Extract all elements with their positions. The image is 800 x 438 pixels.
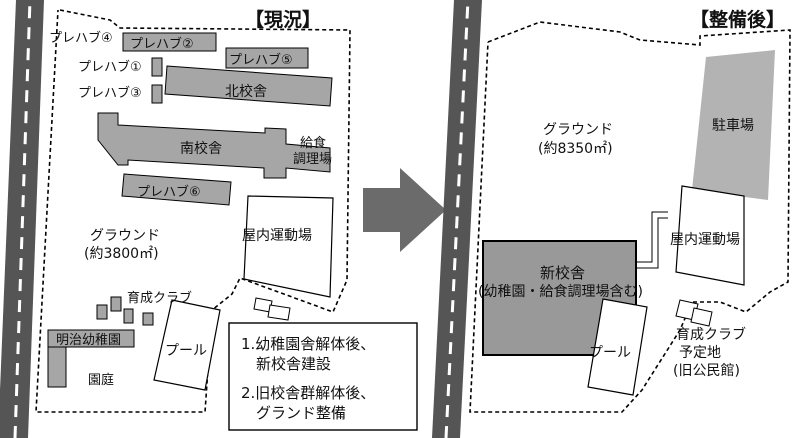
indoor-gym-future xyxy=(675,185,745,286)
club-block-4 xyxy=(142,312,154,326)
label-parking: 駐車場 xyxy=(712,117,754,134)
label-ground-future: グラウンド xyxy=(543,122,613,138)
pool-future xyxy=(587,298,648,396)
connector-corridor xyxy=(636,217,668,269)
label-new-building-1: 新校舎 xyxy=(540,264,585,282)
prefab-5-building xyxy=(225,47,309,69)
label-north-building: 北校舎 xyxy=(225,83,267,100)
club-site-structure-2 xyxy=(690,307,713,327)
club-block-2 xyxy=(110,296,122,312)
label-prefab-5: プレハブ⑤ xyxy=(229,52,293,68)
step-1-line-2: 新校舎建設 xyxy=(256,355,331,373)
step-2-line-1: 2.旧校舎群解体後、 xyxy=(241,384,375,402)
label-kitchen-2: 調理場 xyxy=(293,152,332,167)
label-gym-future: 屋内運動場 xyxy=(670,232,740,248)
label-club-future-3: (旧公民館) xyxy=(673,362,740,379)
current-title: 【現況】 xyxy=(245,8,321,31)
road-right-centerline xyxy=(444,0,470,438)
site-boundary-future xyxy=(469,21,791,413)
pool-current xyxy=(153,299,221,391)
label-pool-current: プール xyxy=(165,343,207,359)
label-prefab-3: プレハブ③ xyxy=(78,85,142,101)
label-club-future-1: 育成クラブ xyxy=(676,326,746,343)
club-block-3 xyxy=(123,308,134,324)
indoor-gym-current xyxy=(243,195,334,298)
prefab-2-building xyxy=(122,32,217,52)
label-kitchen-1: 給食 xyxy=(300,135,326,151)
label-prefab-6: プレハブ⑥ xyxy=(137,184,201,200)
prefab-6-building xyxy=(121,173,232,206)
steps-labels: 1.幼稚園舎解体後、 新校舎建設 2.旧校舎群解体後、 グランド整備 xyxy=(241,335,375,422)
small-structure-current-2 xyxy=(267,304,291,321)
kindergarten-wing xyxy=(47,346,67,388)
label-kindergarten: 明治幼稚園 xyxy=(56,333,121,348)
future-plan xyxy=(432,0,791,438)
club-block-1 xyxy=(96,304,108,320)
future-title: 【整備後】 xyxy=(690,8,785,31)
label-gym-current: 屋内運動場 xyxy=(242,228,312,244)
label-south-building: 南校舎 xyxy=(180,140,222,157)
transition-arrow-icon xyxy=(363,168,446,252)
label-garden: 園庭 xyxy=(88,372,114,388)
current-plan xyxy=(0,0,351,438)
south-school-building xyxy=(97,112,331,179)
label-ground-area-current: (約3800㎡) xyxy=(84,246,159,262)
step-1-line-1: 1.幼稚園舎解体後、 xyxy=(241,335,375,353)
label-ground-current: グラウンド xyxy=(90,228,160,244)
current-plan-labels: 【現況】 プレハブ④ プレハブ② プレハブ① プレハブ③ プレハブ⑤ 北校舎 南… xyxy=(49,8,332,388)
label-new-building-2: (幼稚園・給食調理場含む) xyxy=(478,283,643,300)
prefab-3-building xyxy=(151,84,163,104)
label-ground-area-future: (約8350㎡) xyxy=(538,141,613,157)
label-club-future-2: 予定地 xyxy=(679,345,721,361)
steps-box xyxy=(228,322,418,431)
prefab-1-building xyxy=(151,57,163,77)
label-club-current: 育成クラブ xyxy=(127,290,192,306)
parking-area xyxy=(692,50,775,200)
label-prefab-4: プレハブ④ xyxy=(49,30,113,46)
label-prefab-2: プレハブ② xyxy=(130,36,194,52)
connector-corridor-2 xyxy=(636,211,668,263)
north-school-building xyxy=(164,65,333,107)
step-2-line-2: グランド整備 xyxy=(256,404,346,422)
label-prefab-1: プレハブ① xyxy=(78,59,142,75)
label-pool-future: プール xyxy=(589,345,631,361)
kindergarten-building xyxy=(47,329,135,348)
road-left-centerline xyxy=(13,0,32,438)
future-plan-labels: 【整備後】 グラウンド (約8350㎡) 駐車場 屋内運動場 新校舎 (幼稚園・… xyxy=(478,8,785,379)
